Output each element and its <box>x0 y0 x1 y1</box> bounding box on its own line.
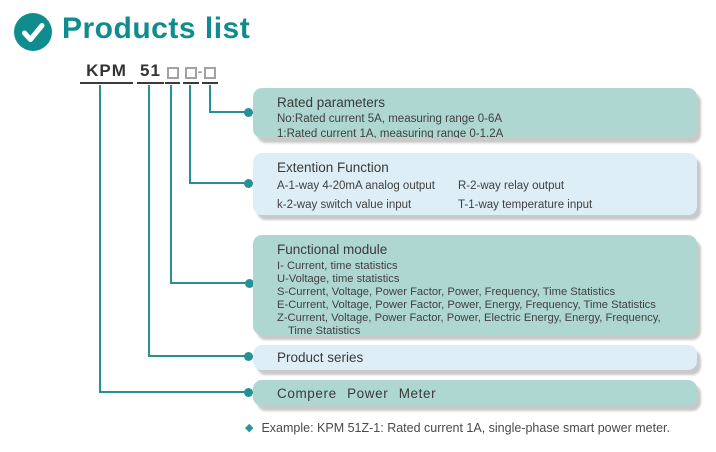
connector-dot-ext <box>244 179 253 188</box>
model-code-prefix: KPM <box>80 61 133 84</box>
box-line: U-Voltage, time statistics <box>277 272 400 285</box>
info-box-functional-module: Functional module I- Current, time stati… <box>253 235 697 335</box>
box-line: S-Current, Voltage, Power Factor, Power,… <box>277 285 616 298</box>
info-box-product-series: Product series <box>253 345 697 370</box>
connector-line-ext-h <box>189 182 246 184</box>
model-code-slot-2 <box>183 61 199 84</box>
connector-line-rated-h <box>209 111 246 113</box>
extention-columns: A-1-way 4-20mA analog output R-2-way rel… <box>277 177 687 215</box>
placeholder-square-icon <box>166 67 179 79</box>
diamond-bullet-icon: ◆ <box>245 422 254 434</box>
connector-line-rated-v <box>209 85 211 113</box>
box-line: k-2-way switch value input <box>277 199 412 211</box>
box-line: A-1-way 4-20mA analog output <box>277 180 435 192</box>
info-box-compere-power-meter: Compere Power Meter <box>253 380 697 406</box>
connector-line-func-v <box>170 85 172 284</box>
connector-dot-series <box>244 352 253 361</box>
model-code-series: 51 <box>137 61 164 84</box>
connector-line-compere-v <box>99 85 101 393</box>
box-line: Time Statistics <box>288 324 361 335</box>
box-title: Product series <box>277 350 364 365</box>
box-line: No:Rated current 5A, measuring range 0-6… <box>277 113 503 125</box>
connector-line-ext-v <box>189 85 191 184</box>
box-title: Rated parameters <box>277 95 386 110</box>
connector-line-series-v <box>148 85 150 357</box>
connector-dot-compere <box>244 388 253 397</box>
connector-line-series-h <box>148 355 246 357</box>
page-title: Products list <box>62 12 251 45</box>
connector-dot-func <box>245 279 254 288</box>
placeholder-square-icon <box>204 67 216 79</box>
model-code-slot-1 <box>165 61 180 84</box>
connector-line-func-h <box>170 282 249 284</box>
box-line: E-Current, Voltage, Power Factor, Power,… <box>277 298 656 311</box>
connector-line-compere-h <box>99 391 246 393</box>
info-box-extention-function: Extention Function A-1-way 4-20mA analog… <box>253 153 697 215</box>
info-box-rated-parameters: Rated parameters No:Rated current 5A, me… <box>253 88 697 138</box>
box-line: T-1-way temperature input <box>458 199 593 211</box>
box-line: 1:Rated current 1A, measuring range 0-1.… <box>277 128 504 138</box>
box-title: Compere Power Meter <box>277 385 437 401</box>
example-text: Example: KPM 51Z-1: Rated current 1A, si… <box>261 421 670 435</box>
example-note: ◆ Example: KPM 51Z-1: Rated current 1A, … <box>245 421 670 435</box>
connector-dot-rated <box>244 108 253 117</box>
box-title: Functional module <box>277 242 388 257</box>
box-title: Extention Function <box>277 160 389 175</box>
box-line: R-2-way relay output <box>458 180 565 192</box>
check-circle-icon <box>14 13 52 51</box>
model-code-slot-3 <box>202 61 218 84</box>
placeholder-square-icon <box>185 67 197 79</box>
box-line: I- Current, time statistics <box>277 260 398 272</box>
box-line: Z-Current, Voltage, Power Factor, Power,… <box>277 311 661 324</box>
model-code-dash: - <box>197 63 203 79</box>
checkmark-icon <box>22 23 45 42</box>
